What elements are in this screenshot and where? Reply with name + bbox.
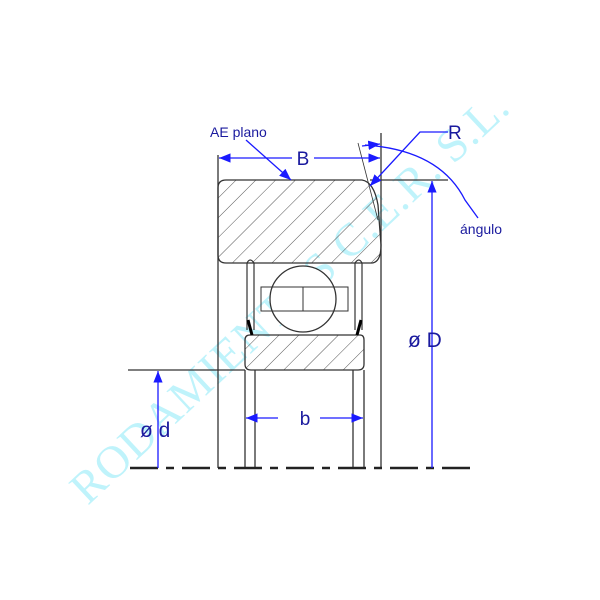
label-ae-plano: AE plano	[210, 124, 267, 140]
label-b: b	[300, 409, 311, 430]
label-angulo: ángulo	[460, 221, 502, 237]
extension-lines	[128, 133, 448, 468]
label-d: ø d	[140, 419, 170, 442]
dimension-lines	[153, 131, 479, 468]
outer-ring	[217, 179, 382, 264]
ball	[260, 265, 349, 333]
label-D: ø D	[408, 329, 442, 352]
label-B: B	[297, 149, 310, 170]
label-R: R	[448, 123, 462, 144]
seals	[246, 259, 363, 336]
inner-ring	[244, 334, 365, 371]
